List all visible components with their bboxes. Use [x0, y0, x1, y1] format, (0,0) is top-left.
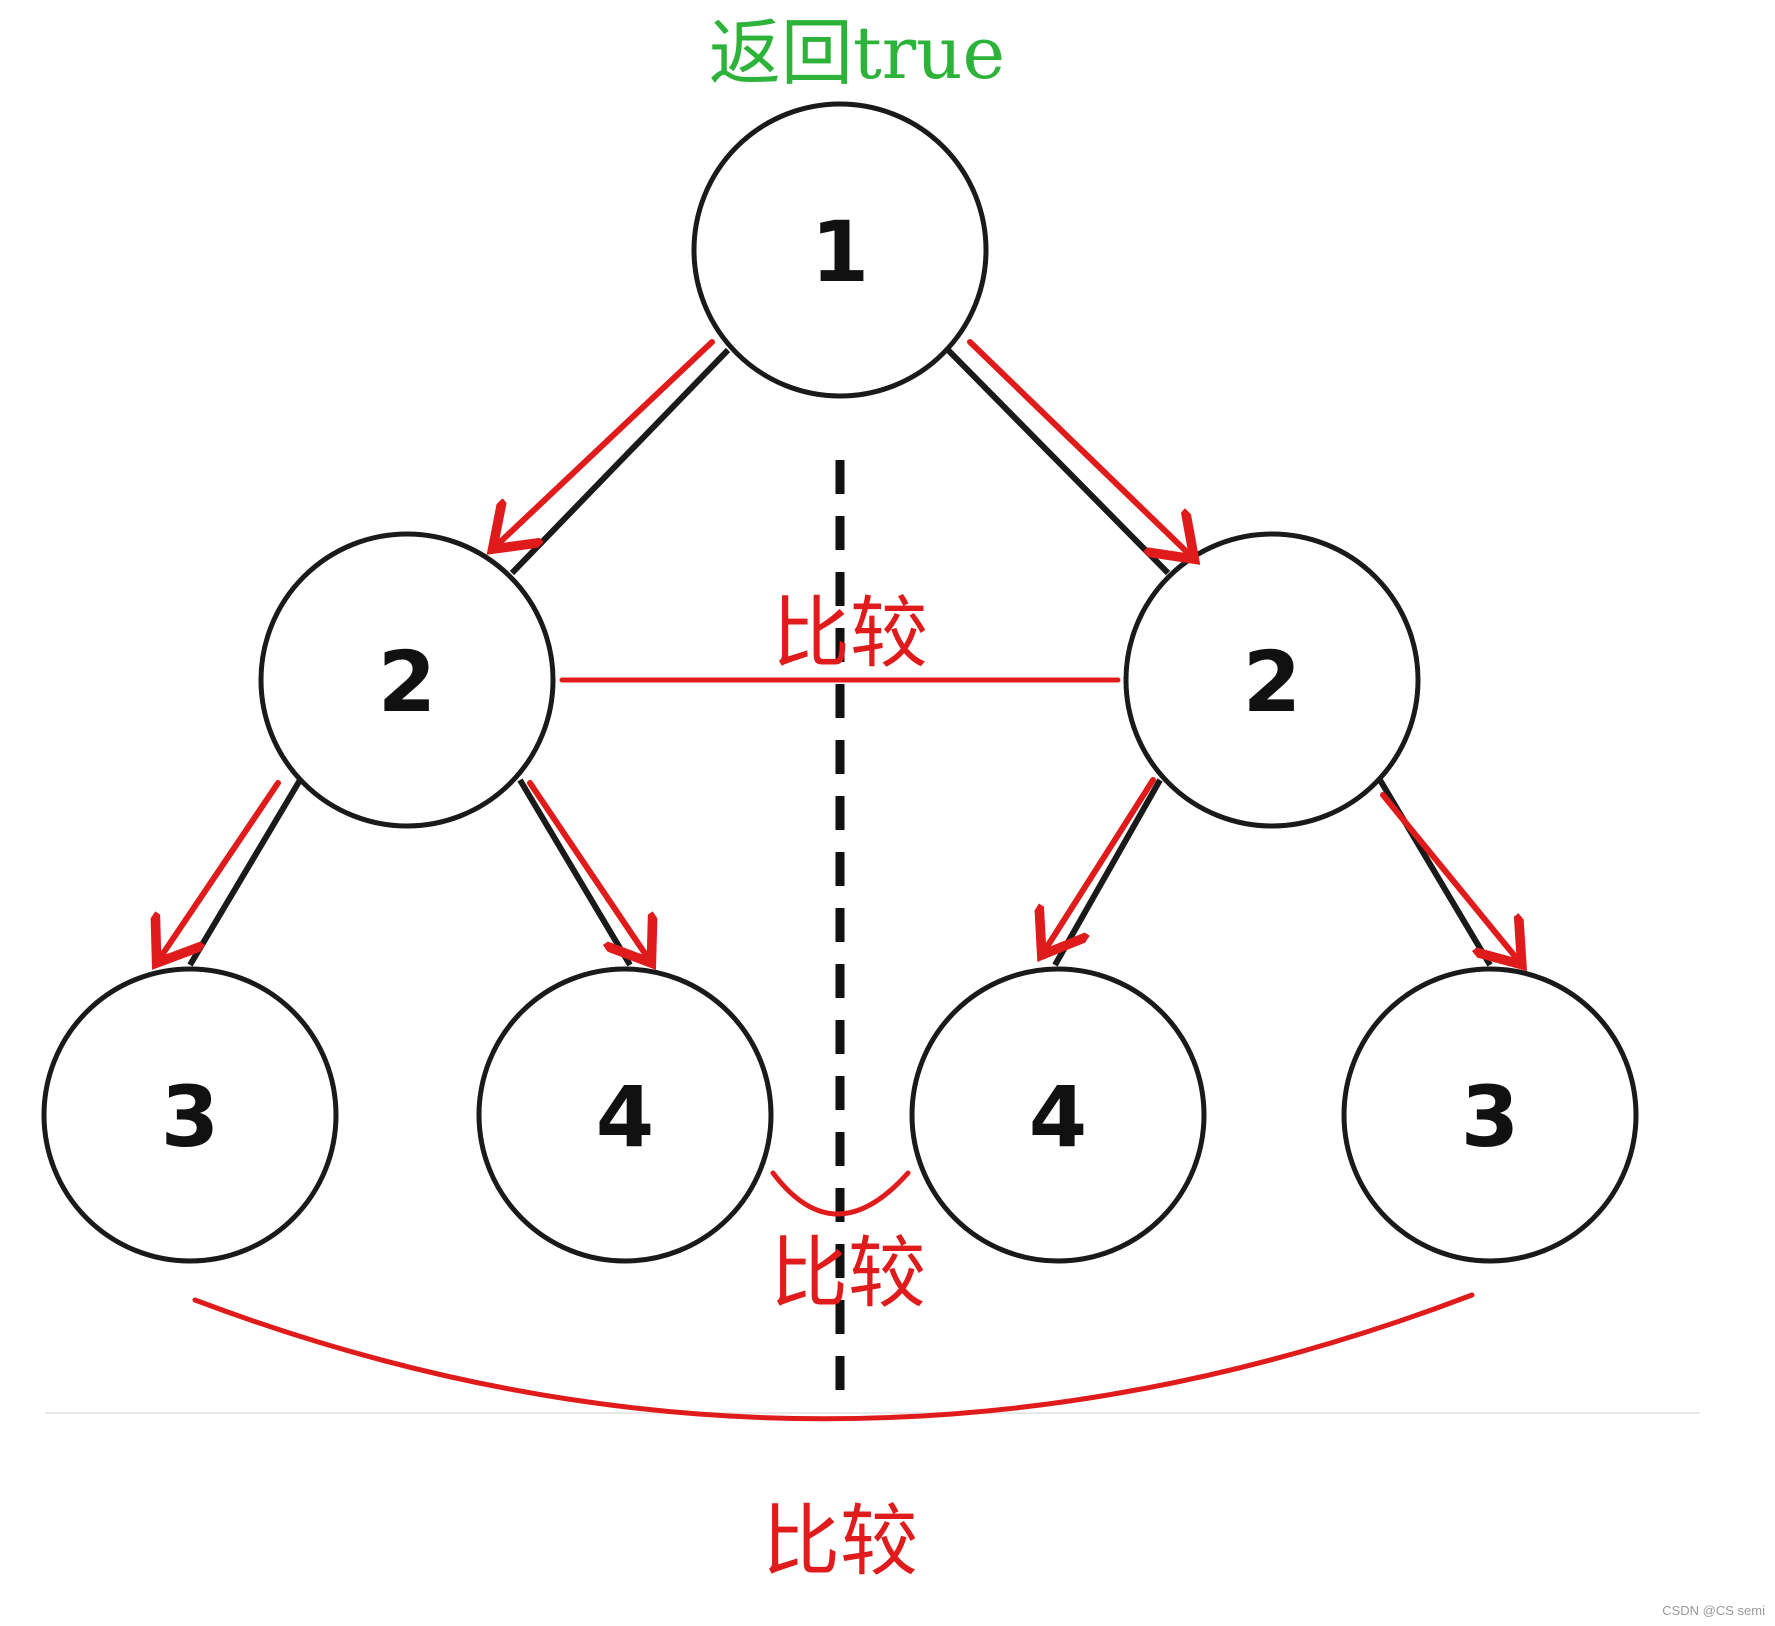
tree-node-left-right: 4 [476, 966, 774, 1264]
compare-bracket-outer [192, 1292, 1475, 1422]
node-value: 1 [811, 203, 869, 301]
watermark: CSDN @CS semi [1662, 1603, 1765, 1618]
edge-left-leftleaf [187, 778, 303, 967]
node-value: 3 [161, 1068, 219, 1166]
traversal-arrow-right-leftleaf [1045, 777, 1156, 950]
result-title: 返回true [709, 11, 1005, 95]
edge-right-leftleaf [1052, 778, 1163, 967]
tree-node-right-right: 3 [1341, 966, 1639, 1264]
compare-bracket-inner [770, 1170, 911, 1217]
node-value: 2 [1243, 633, 1301, 731]
compare-label-inner: 比较 [770, 1229, 926, 1319]
tree-node-root: 1 [691, 101, 989, 399]
edge-left-rightleaf [517, 778, 633, 967]
traversal-arrow-left-leftleaf [160, 780, 281, 958]
tree-node-left-child: 2 [258, 531, 556, 829]
traversal-arrow-right-rightleaf [1380, 792, 1518, 960]
compare-label-outer: 比较 [762, 1497, 918, 1587]
node-value: 4 [596, 1068, 654, 1166]
node-value: 4 [1029, 1068, 1087, 1166]
tree-node-right-left: 4 [909, 966, 1207, 1264]
tree-node-right-child: 2 [1123, 531, 1421, 829]
traversal-arrow-left-rightleaf [527, 780, 648, 958]
compare-label-level-1: 比较 [772, 589, 928, 679]
tree-node-left-left: 3 [41, 966, 339, 1264]
traversal-arrow-root-left [497, 339, 715, 545]
node-value: 2 [378, 633, 436, 731]
node-value: 3 [1461, 1068, 1519, 1166]
traversal-arrow-root-right [967, 339, 1190, 555]
edge-root-left [509, 347, 731, 576]
edge-root-right [945, 347, 1171, 576]
